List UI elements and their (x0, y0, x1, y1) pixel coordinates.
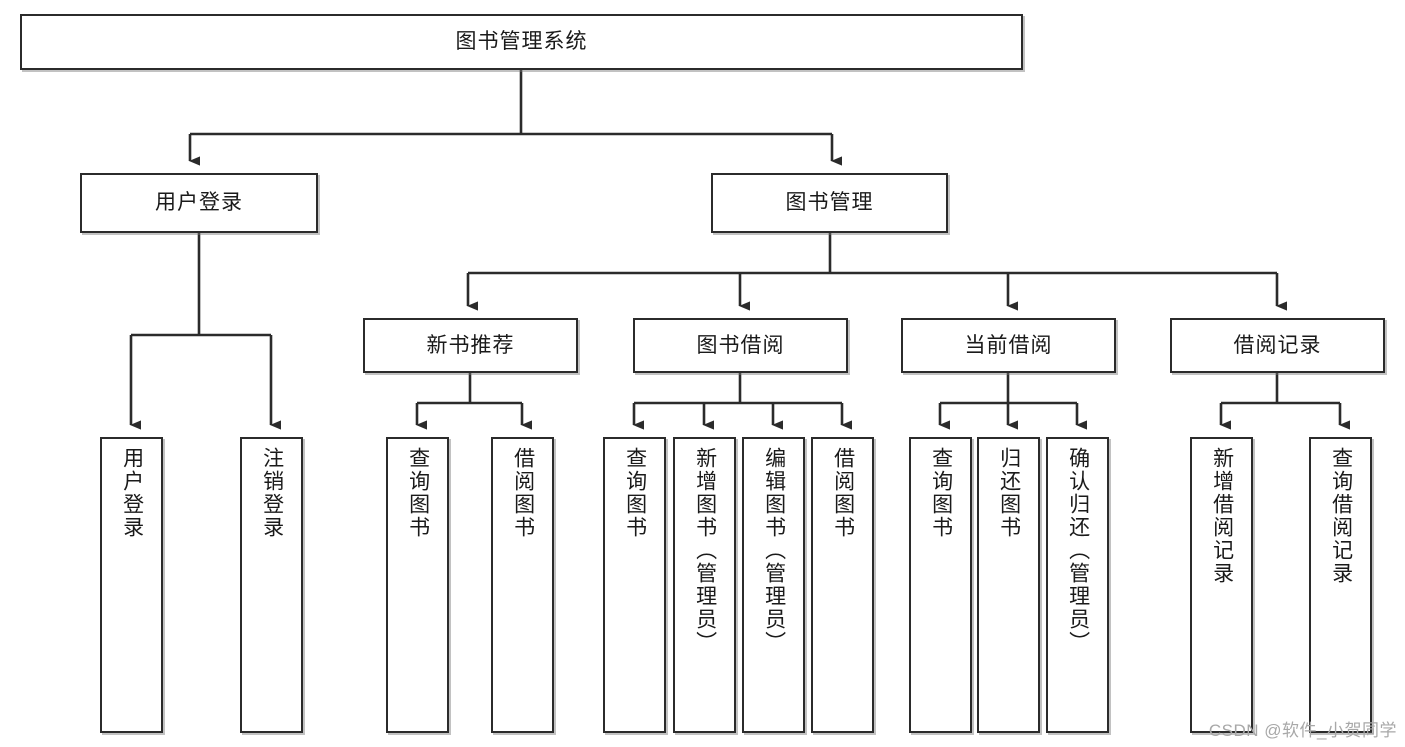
node-label: 借阅记录 (1233, 333, 1322, 357)
leaf-current-return-book[interactable]: 归还图书 (977, 437, 1040, 733)
node-borrow-record[interactable]: 借阅记录 (1170, 318, 1385, 373)
leaf-current-query-book[interactable]: 查询图书 (909, 437, 972, 733)
node-new-book-recommend[interactable]: 新书推荐 (363, 318, 578, 373)
node-label: 用户登录 (120, 447, 144, 539)
leaf-borrow-add-book[interactable]: 新增图书（管理员） (673, 437, 736, 733)
node-label: 借阅图书 (831, 447, 855, 539)
leaf-recommend-borrow-book[interactable]: 借阅图书 (491, 437, 554, 733)
node-label: 注销登录 (260, 447, 284, 539)
leaf-record-query-record[interactable]: 查询借阅记录 (1309, 437, 1372, 733)
node-label: 借阅图书 (511, 447, 535, 539)
leaf-user-login[interactable]: 用户登录 (100, 437, 163, 733)
node-label: 用户登录 (155, 191, 243, 215)
node-label: 新增借阅记录 (1210, 447, 1234, 585)
leaf-current-confirm-return[interactable]: 确认归还（管理员） (1046, 437, 1109, 733)
leaf-recommend-query-book[interactable]: 查询图书 (386, 437, 449, 733)
node-user-login[interactable]: 用户登录 (80, 173, 318, 233)
node-label: 图书管理系统 (455, 30, 588, 54)
node-label: 图书借阅 (696, 333, 785, 357)
leaf-borrow-query-book[interactable]: 查询图书 (603, 437, 666, 733)
leaf-user-logout[interactable]: 注销登录 (240, 437, 303, 733)
node-label: 确认归还（管理员） (1066, 447, 1090, 654)
node-label: 新书推荐 (426, 333, 515, 357)
node-book-management[interactable]: 图书管理 (711, 173, 948, 233)
leaf-borrow-edit-book[interactable]: 编辑图书（管理员） (742, 437, 805, 733)
watermark-text: CSDN @软件_小贺同学 (1208, 721, 1397, 740)
node-label: 查询图书 (406, 447, 430, 539)
node-label: 查询图书 (623, 447, 647, 539)
node-label: 查询图书 (929, 447, 953, 539)
leaf-record-add-record[interactable]: 新增借阅记录 (1190, 437, 1253, 733)
node-current-borrow[interactable]: 当前借阅 (901, 318, 1116, 373)
node-root-system[interactable]: 图书管理系统 (20, 14, 1023, 70)
node-label: 当前借阅 (964, 333, 1053, 357)
node-label: 归还图书 (997, 447, 1021, 539)
node-book-borrow[interactable]: 图书借阅 (633, 318, 848, 373)
node-label: 新增图书（管理员） (693, 447, 717, 654)
node-label: 编辑图书（管理员） (762, 447, 786, 654)
leaf-borrow-borrow-book[interactable]: 借阅图书 (811, 437, 874, 733)
node-label: 查询借阅记录 (1329, 447, 1353, 585)
node-label: 图书管理 (785, 191, 874, 215)
